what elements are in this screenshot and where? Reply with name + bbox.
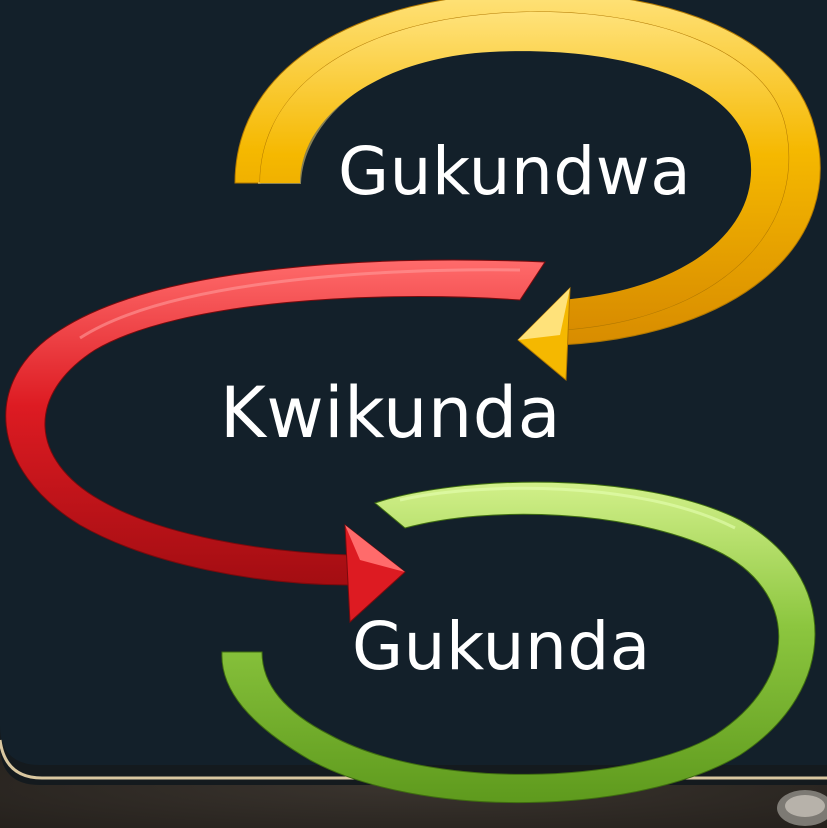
label-gukunda: Gukunda <box>352 608 651 685</box>
label-kwikunda: Kwikunda <box>220 372 562 454</box>
label-gukundwa: Gukundwa <box>338 133 692 210</box>
red-arrow <box>5 259 546 624</box>
frame-border-line <box>0 739 827 780</box>
green-arrow <box>221 481 816 803</box>
yellow-arrow <box>234 0 821 382</box>
dark-panel <box>0 0 827 765</box>
corner-ornament <box>777 790 827 826</box>
